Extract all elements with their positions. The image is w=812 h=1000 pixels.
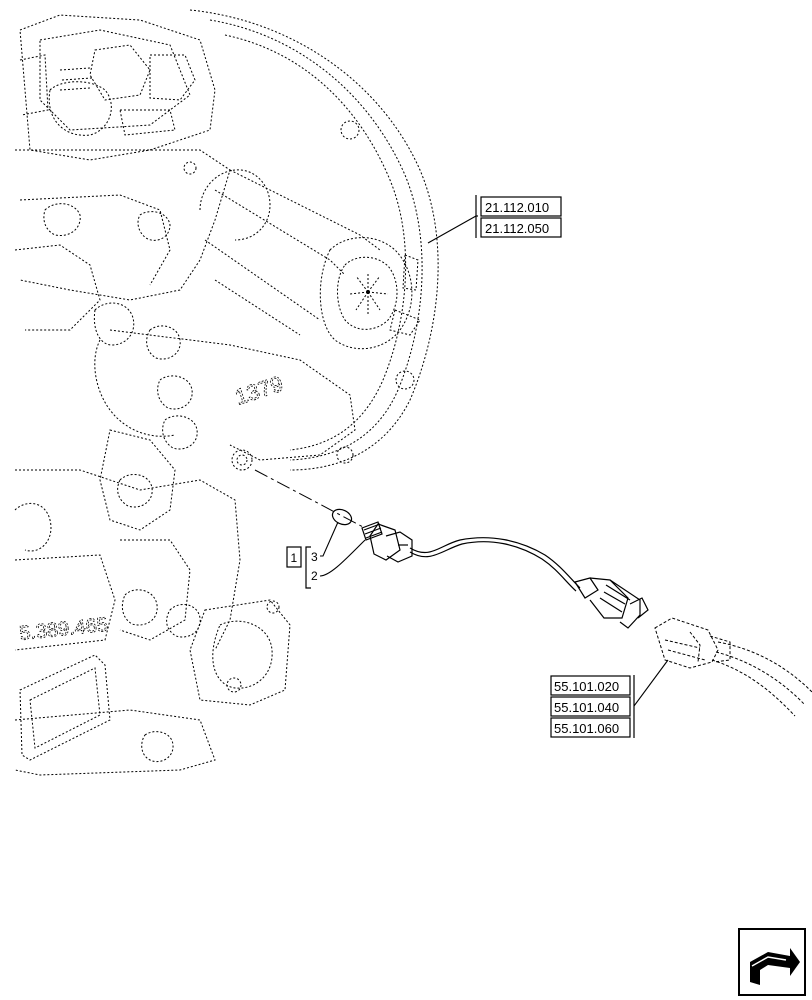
arrow-next-icon[interactable] [738, 928, 806, 996]
reference-link-55-101-020[interactable]: 55.101.020 [550, 675, 631, 696]
reference-label: 55.101.060 [554, 721, 619, 736]
assembly-centerline [254, 469, 366, 529]
motor-end-face [349, 272, 389, 314]
o-ring [331, 508, 353, 526]
reference-group-bottom: 55.101.020 55.101.040 55.101.060 [550, 659, 669, 738]
reference-label: 55.101.040 [554, 700, 619, 715]
casting-marking: 1379 [232, 371, 286, 410]
reference-link-55-101-060[interactable]: 55.101.060 [550, 717, 631, 738]
leader-o-ring [320, 521, 339, 557]
callout-sensor: 2 [311, 569, 318, 583]
reference-label: 55.101.020 [554, 679, 619, 694]
casting-marking-side: 5.389.465 [18, 614, 109, 645]
callout-assembly: 1 [291, 551, 298, 565]
transmission-housing: 1379 5.389.465 [14, 9, 439, 776]
leader-ref-top [427, 215, 477, 244]
pressure-sensor [361, 521, 649, 629]
callout-group-sensor: 1 3 2 [286, 521, 366, 589]
harness-connector [654, 617, 812, 717]
reference-group-top: 21.112.010 21.112.050 [427, 195, 562, 244]
reference-link-21-112-050[interactable]: 21.112.050 [480, 217, 562, 238]
leader-ref-bottom [633, 659, 669, 707]
callout-box-assembly [286, 546, 302, 568]
reference-label: 21.112.050 [485, 221, 549, 236]
leader-sensor [319, 539, 366, 577]
callout-o-ring: 3 [311, 550, 318, 564]
reference-link-55-101-040[interactable]: 55.101.040 [550, 696, 631, 717]
reference-label: 21.112.010 [485, 200, 549, 215]
reference-link-21-112-010[interactable]: 21.112.010 [480, 196, 562, 217]
